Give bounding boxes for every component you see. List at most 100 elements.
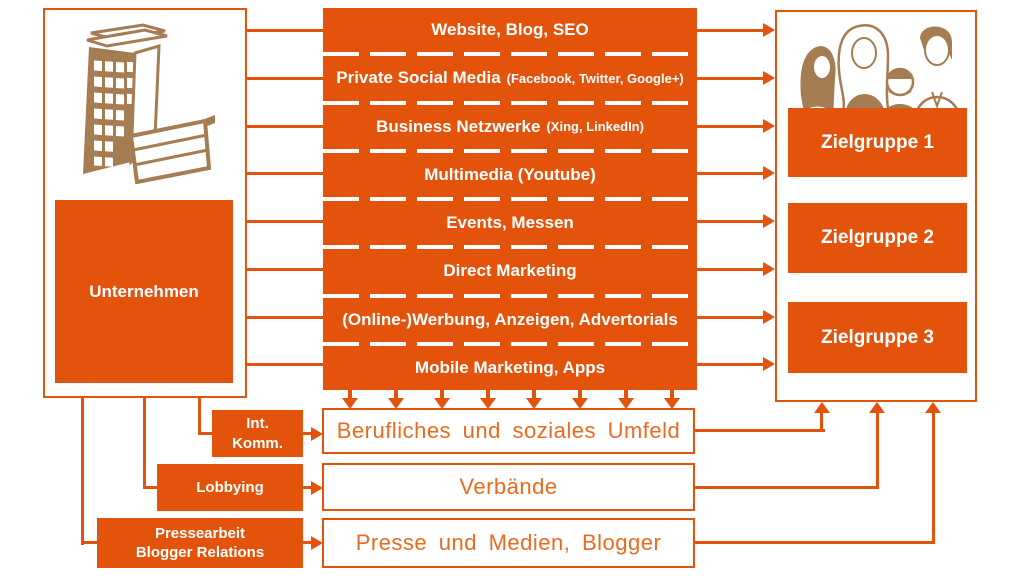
connector-company-channel (247, 316, 323, 319)
arrow-right-icon (763, 357, 775, 371)
people-icon (795, 23, 962, 120)
connector-channel-target (697, 29, 763, 32)
arrow-down-icon (434, 398, 450, 409)
target-box: Zielgruppe 1 Zielgruppe 2 Zielgruppe 3 (775, 10, 977, 402)
connector-company-channel (247, 77, 323, 80)
down-arrow (486, 390, 490, 399)
connector-pressmedia-target (695, 541, 934, 544)
arrow-down-icon (480, 398, 496, 409)
associations-box: Verbände (322, 463, 695, 511)
internal-comm-label-2: Komm. (232, 434, 283, 452)
down-arrow (440, 390, 444, 399)
connector-mediator-outcome (303, 486, 312, 489)
channel-label: Direct Marketing (443, 261, 577, 281)
dashed-separator (323, 245, 697, 250)
internal-comm-box: Int. Komm. (212, 410, 303, 457)
channel-bars: Website, Blog, SEO Private Social Media (… (323, 8, 697, 390)
company-label-box: Unternehmen (55, 200, 233, 383)
connector-environment-target (695, 429, 825, 432)
arrow-right-icon (311, 481, 323, 495)
channel-label: Private Social Media (336, 68, 501, 88)
target-group-3-label: Zielgruppe 3 (821, 326, 934, 348)
arrow-right-icon (763, 166, 775, 180)
arrow-down-icon (618, 398, 634, 409)
channel-row: (Online-)Werbung, Anzeigen, Advertorials (323, 298, 697, 342)
connector-channel-target (697, 172, 763, 175)
arrow-down-icon (342, 398, 358, 409)
target-group-2-label: Zielgruppe 2 (821, 227, 934, 248)
press-media-box: Presse und Medien, Blogger (322, 518, 695, 568)
down-arrow (348, 390, 352, 399)
down-arrow (670, 390, 674, 399)
channel-label: Website, Blog, SEO (431, 20, 589, 40)
channel-row: Private Social Media (Facebook, Twitter, … (323, 56, 697, 100)
arrow-right-icon (311, 536, 323, 550)
connector-channel-target (697, 220, 763, 223)
dashed-separator (323, 341, 697, 346)
arrow-right-icon (763, 262, 775, 276)
down-arrow (624, 390, 628, 399)
target-group-2-box: Zielgruppe 2 (788, 203, 967, 273)
press-relations-label: Pressearbeit (154, 524, 246, 542)
connector-company-channel (247, 220, 323, 223)
arrow-down-icon (388, 398, 404, 409)
arrow-right-icon (311, 427, 323, 441)
target-group-1-label: Zielgruppe 1 (821, 131, 934, 153)
building-icon (83, 23, 215, 185)
connector-associations-target (695, 486, 878, 489)
connector-company-press (81, 541, 97, 544)
channel-label: (Online-)Werbung, Anzeigen, Advertorials (342, 309, 678, 329)
connector-company-channel (247, 29, 323, 32)
channel-row: Mobile Marketing, Apps (323, 346, 697, 390)
connector-company-lobbying (143, 398, 146, 489)
channel-label: Business Netzwerke (376, 116, 541, 136)
connector-company-intkomm (198, 432, 212, 435)
channel-row: Website, Blog, SEO (323, 8, 697, 52)
internal-comm-label: Int. (246, 415, 269, 432)
connector-channel-target (697, 268, 763, 271)
connector-channel-target (697, 125, 763, 128)
connector-company-channel (247, 172, 323, 175)
target-group-1-box: Zielgruppe 1 (788, 108, 967, 177)
connector-company-channel (247, 125, 323, 128)
dashed-separator (323, 100, 697, 105)
channel-sublabel: (Facebook, Twitter, Google+) (506, 70, 684, 86)
connector-channel-target (697, 363, 763, 366)
connector-company-channel (247, 268, 323, 271)
connector-company-intkomm (198, 398, 201, 435)
arrow-up-icon (814, 402, 830, 413)
arrow-right-icon (763, 119, 775, 133)
arrow-right-icon (763, 71, 775, 85)
press-media-label: Presse und Medien, Blogger (355, 530, 662, 555)
lobbying-box: Lobbying (157, 464, 303, 511)
arrow-right-icon (763, 310, 775, 324)
connector-mediator-outcome (303, 541, 312, 544)
company-box: Unternehmen (43, 8, 247, 398)
press-relations-label-2: Blogger Relations (135, 544, 265, 561)
environment-box: Berufliches und soziales Umfeld (322, 408, 695, 454)
arrow-down-icon (664, 398, 680, 409)
environment-label: Berufliches und soziales Umfeld (336, 418, 681, 443)
dashed-separator (323, 148, 697, 153)
channel-row: Direct Marketing (323, 249, 697, 293)
down-arrow (532, 390, 536, 399)
channel-label: Multimedia (Youtube) (424, 164, 596, 184)
lobbying-label: Lobbying (196, 478, 264, 496)
down-arrow (394, 390, 398, 399)
connector-mediator-outcome (303, 432, 312, 435)
channel-label: Mobile Marketing, Apps (414, 357, 606, 377)
connector-company-channel (247, 363, 323, 366)
connector-environment-target (820, 412, 823, 432)
arrow-up-icon (925, 402, 941, 413)
arrow-up-icon (869, 402, 885, 413)
channel-label: Events, Messen (446, 213, 574, 233)
channel-row: Multimedia (Youtube) (323, 153, 697, 197)
connector-pressmedia-target (932, 412, 935, 544)
target-group-3-box: Zielgruppe 3 (788, 302, 967, 373)
arrow-right-icon (763, 23, 775, 37)
connector-channel-target (697, 316, 763, 319)
connector-associations-target (876, 412, 879, 489)
associations-label: Verbände (459, 474, 558, 499)
